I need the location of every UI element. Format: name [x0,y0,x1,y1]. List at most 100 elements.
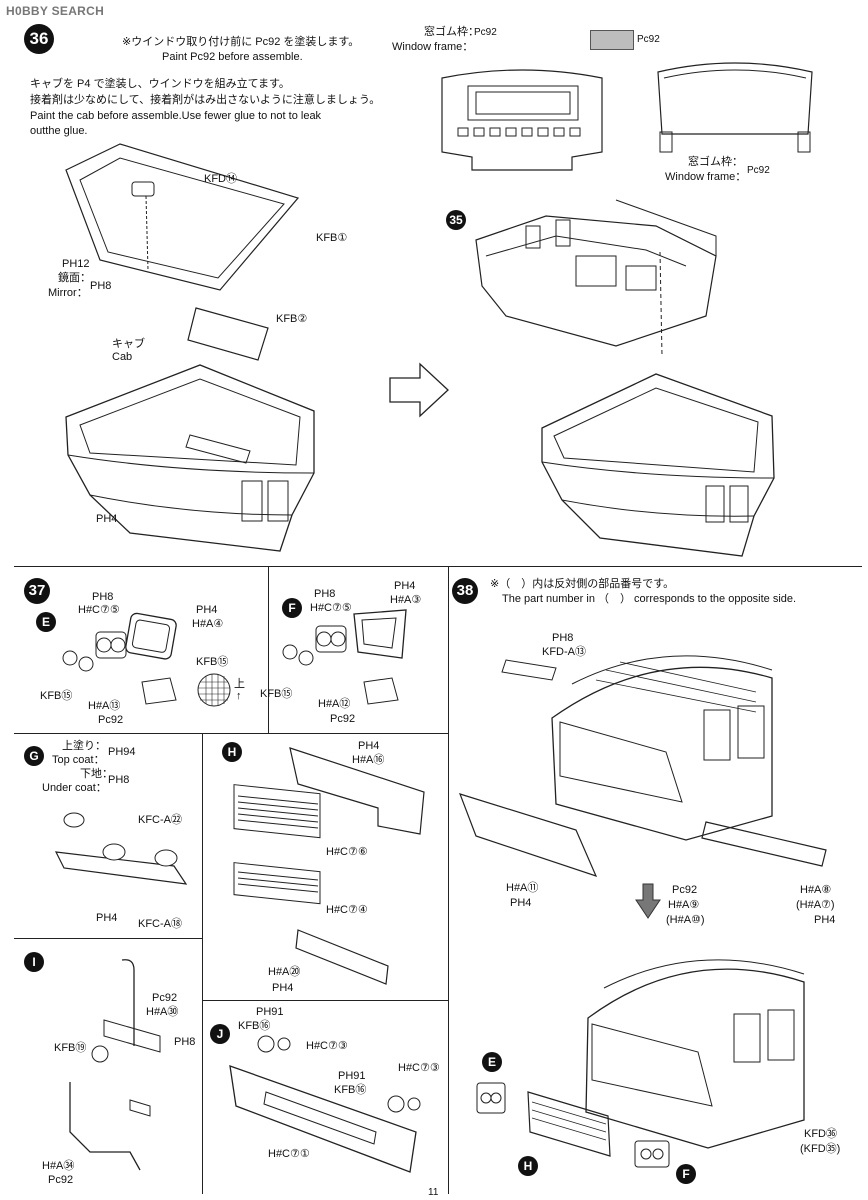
up-marker: 上 [234,678,245,690]
step36-note2-jp: キャブを P4 で塗装し、ウインドウを組み立てます。 [30,78,290,90]
cab-body-drawing [65,364,315,552]
g-kfca18: KFC-A⑱ [138,918,182,930]
s38-headlight-f-drawing [634,1140,670,1168]
swatch-pc92-label: Pc92 [637,34,660,45]
label-kfd14: KFD⑭ [204,173,237,185]
s38-ha11: H#A⑪ [506,882,539,894]
h-ha20: H#A⑳ [268,966,301,978]
s38-e-badge: E [482,1052,502,1072]
cab-assembled-drawing [527,959,805,1157]
g-ph8: PH8 [108,774,130,786]
interior-subassembly-drawing [475,199,717,357]
f-label-ha3: H#A③ [390,594,422,606]
s38-ha7: (H#A⑦) [796,899,835,911]
e-label-ph8: PH8 [92,591,114,603]
label-kfb2: KFB② [276,313,308,325]
label-kfb1: KFB① [316,232,348,244]
subassembly-j-badge: J [210,1024,230,1044]
f-label-hc75: H#C⑦⑤ [310,602,352,614]
g-top-coat-jp: 上塗り： [62,740,106,752]
assembly-arrow [389,362,449,418]
step-35-ref-badge: 35 [446,210,466,230]
j-hc73b: H#C⑦③ [398,1062,440,1074]
s38-headlight-e-drawing [476,1082,506,1114]
cab-body-assembled-drawing [541,373,775,557]
window-frame-pc92-2: Pc92 [747,165,770,176]
s38-kfda13: KFD-A⑬ [542,646,586,658]
headlight-f-drawing [282,609,407,666]
step-36-badge: 36 [24,24,54,54]
step36-note4-en: Paint the cab before assemble.Use fewer … [30,110,322,122]
front-grille-drawing [233,747,425,985]
s38-kfd36: KFD㊱ [804,1128,837,1140]
h-ph4: PH4 [358,740,380,752]
f-label-ha12: H#A⑫ [318,698,351,710]
divider-left-right [448,566,449,1194]
f-label-ph8: PH8 [314,588,336,600]
exhaust-pipe-drawing [69,959,161,1171]
j-ph91: PH91 [256,1006,284,1018]
window-frame-pc92: Pc92 [474,27,497,38]
g-kfca22: KFC-A㉒ [138,814,182,826]
divider-g-bottom [14,938,202,939]
label-cab-en: Cab [112,351,133,363]
lens-f-drawing [363,677,399,705]
h-hc76: H#C⑦⑥ [326,846,368,858]
s38-ph4: PH4 [510,897,532,909]
s38-ha8: H#A⑧ [800,884,832,896]
g-under-en: Under coat： [42,782,107,794]
subassembly-f-badge: F [282,598,302,618]
lens-e-drawing [141,677,177,705]
up-arrow-icon: ↑ [236,690,242,702]
rear-glass-drawing [187,307,269,361]
subassembly-e-badge: E [36,612,56,632]
headlight-e-drawing [62,612,177,672]
e-label-ph4: PH4 [196,604,218,616]
s38-kfd35: (KFD㉟) [800,1143,841,1155]
h-hc74: H#C⑦④ [326,904,368,916]
e-label-ha13: H#A⑬ [88,700,121,712]
label-cab-jp: キャブ [112,338,145,350]
step36-note1-en: Paint Pc92 before assemble. [162,51,303,63]
i-ha30: H#A㉚ [146,1006,179,1018]
marker-lamps-drawing [54,812,188,885]
i-pc92: Pc92 [152,992,178,1004]
j-hc71: H#C⑦① [268,1148,310,1160]
label-cab-ph4: PH4 [96,513,118,525]
window-frame-label-jp: 窓ゴム枠： [424,26,479,38]
j-hc73: H#C⑦③ [306,1040,348,1052]
s38-ph4b: PH4 [814,914,836,926]
f-label-kfb15: KFB⑮ [260,688,293,700]
s38-ph8: PH8 [552,632,574,644]
subassembly-h-badge: H [222,742,242,762]
s38-h-badge: H [518,1156,538,1176]
label-mirror-ph8: PH8 [90,280,112,292]
g-under-jp: 下地： [80,768,113,780]
window-glass-drawing [65,143,300,291]
g-ph94: PH94 [108,746,136,758]
s38-ha10: (H#A⑩) [666,914,705,926]
step38-note-jp: ※（ ）内は反対側の部品番号です。 [490,578,675,590]
page-number: 11 [428,1187,439,1198]
s38-pc92: Pc92 [672,884,698,896]
lens-pattern-icon [197,673,231,707]
down-arrow-icon [635,883,661,919]
i-pc92b: Pc92 [48,1174,74,1186]
divider-step36-bottom [14,566,862,567]
s38-f-badge: F [676,1164,696,1184]
divider-h-bottom [202,1000,448,1001]
divider-g-h [202,733,203,1194]
step36-note1-jp: ※ウインドウ取り付け前に Pc92 を塗装します。 [122,36,360,48]
front-bumper-drawing [229,1035,421,1173]
divider-37-mid [268,566,269,733]
subassembly-i-badge: I [24,952,44,972]
j-kfb16: KFB⑯ [238,1020,271,1032]
h-ha16: H#A⑯ [352,754,385,766]
f-label-pc92: Pc92 [330,713,356,725]
g-ph4: PH4 [96,912,118,924]
j-ph91b: PH91 [338,1070,366,1082]
color-swatch-pc92 [590,30,634,50]
subassembly-g-badge: G [24,746,44,766]
label-ph12: PH12 [62,258,90,270]
watermark: H0BBY SEARCH [6,4,105,18]
